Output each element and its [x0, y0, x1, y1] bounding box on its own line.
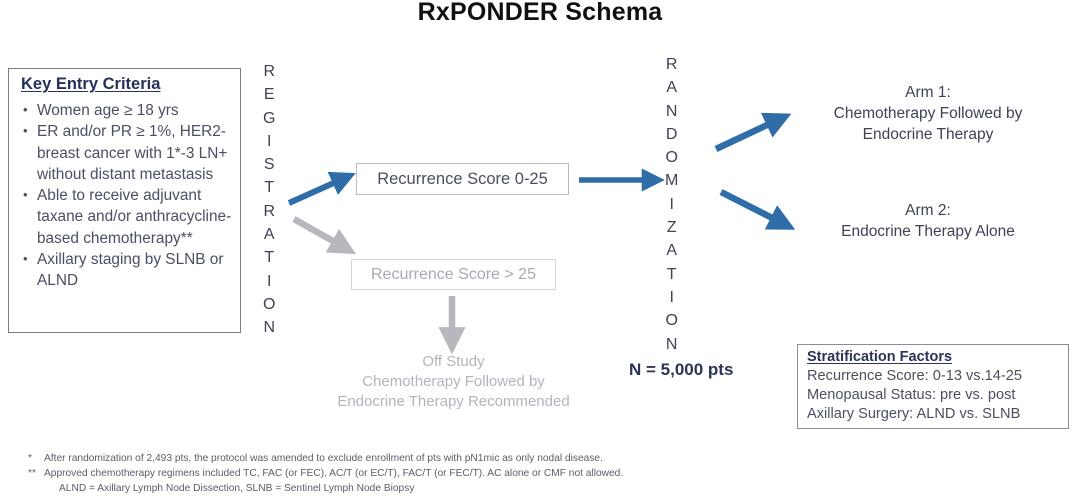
list-item: Women age ≥ 18 yrs [19, 99, 237, 121]
stratification-line: Recurrence Score: 0-13 vs.14-25 [807, 368, 1022, 384]
stage-letter: N [665, 335, 678, 353]
list-item: Axillary staging by SLNB or ALND [19, 248, 237, 292]
recurrence-score-low-box: Recurrence Score 0-25 [356, 163, 569, 195]
stage-letter: N [263, 319, 275, 337]
recurrence-score-high-box: Recurrence Score > 25 [351, 259, 556, 290]
key-entry-criteria-list: Women age ≥ 18 yrs ER and/or PR ≥ 1%, HE… [19, 99, 237, 292]
off-study-line-2: Chemotherapy Followed by [362, 373, 545, 390]
stage-letter: T [666, 265, 677, 283]
stage-letter: A [263, 226, 275, 244]
stage-letter: R [263, 63, 275, 80]
stage-letter: T [264, 249, 275, 267]
stage-letter: G [263, 109, 276, 127]
off-study-line-1: Off Study [422, 353, 485, 370]
arm-1-label: Arm 1: Chemotherapy Followed by Endocrin… [793, 82, 1063, 145]
stage-letter: T [264, 179, 275, 197]
stage-letter: E [263, 86, 275, 104]
stage-letter: I [669, 288, 674, 306]
off-study-line-3: Endocrine Therapy Recommended [337, 393, 570, 410]
arm-2-line-1: Endocrine Therapy Alone [841, 223, 1015, 240]
arm-2-title: Arm 2: [905, 202, 951, 219]
footnote: * After randomization of 2,493 pts, the p… [28, 451, 1048, 466]
arrow-randomization-to-arm-2 [719, 189, 796, 230]
stage-letter: M [665, 172, 679, 190]
off-study-text: Off Study Chemotherapy Followed by Endoc… [306, 352, 601, 412]
stage-letter: I [669, 195, 674, 213]
enrollment-count: N = 5,000 pts [629, 360, 734, 379]
stage-letter: N [665, 102, 678, 120]
stage-letter: R [263, 202, 275, 220]
stratification-line: Axillary Surgery: ALND vs. SLNB [807, 406, 1021, 422]
stage-letter: I [267, 132, 272, 150]
page-title: RxPONDER Schema [417, 0, 663, 26]
stage-letter: S [263, 156, 275, 174]
arrow-randomization-to-arm-1 [714, 112, 792, 152]
stage-letter: Z [666, 219, 677, 237]
arm-2-label: Arm 2: Endocrine Therapy Alone [793, 200, 1063, 242]
footnote-text: Approved chemotherapy regimens included … [44, 468, 624, 479]
stage-letter: O [665, 149, 678, 167]
footnote-marker: * [28, 453, 32, 464]
footnote: ALND = Axillary Lymph Node Dissection, S… [28, 481, 1048, 496]
arm-1-title: Arm 1: [905, 84, 951, 101]
footnote-marker: ** [28, 468, 36, 479]
stage-letter: A [666, 79, 677, 97]
arrow-registration-to-low-score [287, 171, 356, 206]
stage-letter: I [267, 272, 272, 290]
stage-letter: A [666, 242, 677, 260]
footnote-text: After randomization of 2,493 pts, the pr… [44, 453, 603, 464]
stage-letter: R [665, 56, 678, 73]
stratification-heading: Stratification Factors [807, 349, 953, 365]
arm-1-line-2: Endocrine Therapy [862, 126, 994, 143]
arrow-registration-to-high-score [292, 216, 357, 255]
stratification-factors-box: Stratification Factors Recurrence Score:… [797, 344, 1069, 429]
stage-letter: O [263, 295, 276, 313]
stage-letter: D [665, 125, 678, 143]
key-entry-criteria-box: Key Entry Criteria Women age ≥ 18 yrs ER… [8, 68, 241, 333]
stratification-line: Menopausal Status: pre vs. post [807, 387, 1016, 403]
key-entry-criteria-heading: Key Entry Criteria [21, 75, 161, 93]
stage-letter: O [665, 312, 678, 330]
list-item: Able to receive adjuvant taxane and/or a… [19, 184, 237, 249]
footnote-text: ALND = Axillary Lymph Node Dissection, S… [59, 483, 415, 494]
list-item: ER and/or PR ≥ 1%, HER2- breast cancer w… [19, 120, 237, 185]
footnotes: * After randomization of 2,493 pts, the p… [28, 451, 1048, 496]
arm-1-line-1: Chemotherapy Followed by [833, 105, 1023, 122]
footnote: ** Approved chemotherapy regimens include… [28, 466, 1048, 481]
